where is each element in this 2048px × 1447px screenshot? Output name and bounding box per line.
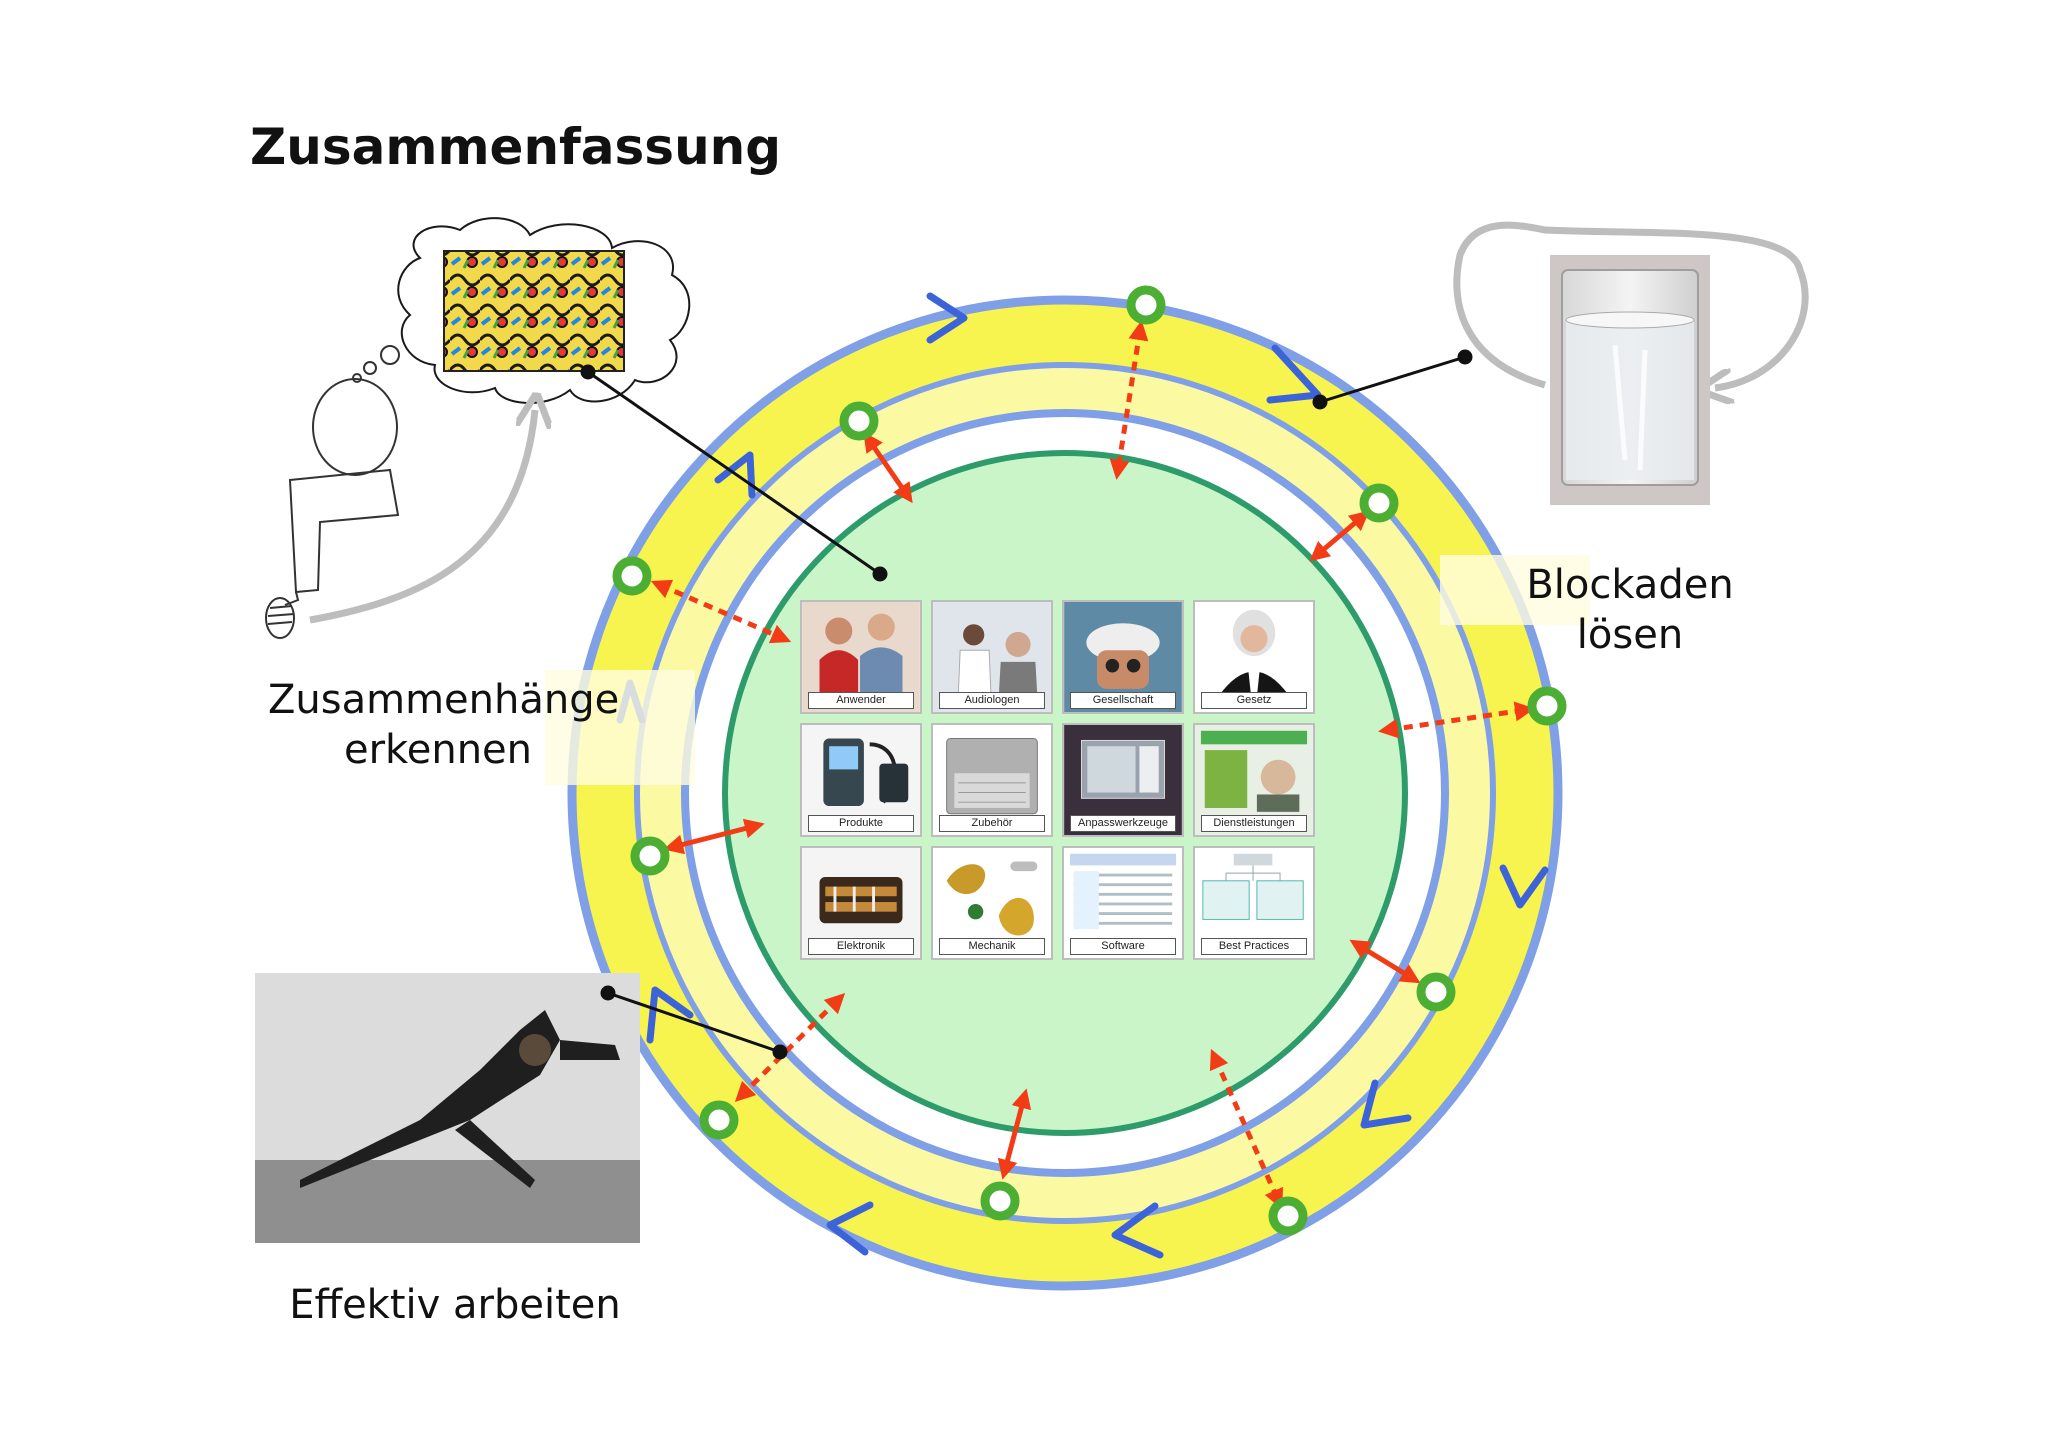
double-arrow-icon — [650, 579, 792, 644]
tile-zubehoer[interactable]: Zubehör — [931, 723, 1053, 837]
tile-label: Produkte — [808, 815, 914, 832]
tile-gesetz[interactable]: Gesetz — [1193, 600, 1315, 714]
label-line: erkennen — [343, 727, 533, 773]
tile-label: Gesellschaft — [1070, 692, 1176, 709]
flow-chevron-icon — [646, 986, 694, 1044]
person-outline-icon — [265, 378, 400, 639]
node-circle-icon — [699, 1100, 739, 1140]
tile-label: Dienstleistungen — [1201, 815, 1307, 832]
label-effektiv: Effektiv arbeiten — [289, 1282, 621, 1328]
tile-label: Mechanik — [939, 938, 1045, 955]
double-arrow-icon — [1378, 701, 1535, 739]
node-circle-icon — [1359, 483, 1399, 523]
tile-software[interactable]: Software — [1062, 846, 1184, 960]
interface-arrows-dashed — [650, 320, 1535, 1210]
tile-label: Audiologen — [939, 692, 1045, 709]
yoga-photo-image — [255, 973, 640, 1243]
double-arrow-icon — [1309, 510, 1370, 562]
flow-chevron-icon — [926, 292, 968, 344]
flow-chevron-icon — [1499, 864, 1549, 909]
tile-dienstleistungen[interactable]: Dienstleistungen — [1193, 723, 1315, 837]
node-circle-icon — [612, 556, 652, 596]
node-circle-icon — [980, 1181, 1020, 1221]
flow-chevron-icon — [714, 451, 756, 499]
node-circle-icon — [630, 836, 670, 876]
label-highlight — [1440, 555, 1590, 625]
doodle-art-image — [443, 250, 625, 372]
page-title: Zusammenfassung — [250, 118, 782, 176]
tile-label: Zubehör — [939, 815, 1045, 832]
thought-bubble-icon — [352, 217, 691, 404]
loop-arrow-icon — [309, 410, 535, 624]
node-circle-icon — [1268, 1196, 1308, 1236]
tile-label: Anpasswerkzeuge — [1070, 815, 1176, 832]
loop-arrow-icon — [1453, 221, 1809, 388]
connector-lines — [580, 349, 1473, 1060]
tile-audiologen[interactable]: Audiologen — [931, 600, 1053, 714]
flow-chevron-icon — [1111, 1202, 1164, 1259]
flow-chevron-icon — [1360, 1079, 1412, 1129]
tile-label: Best Practices — [1201, 938, 1307, 955]
double-arrow-icon — [863, 431, 913, 504]
tile-label: Anwender — [808, 692, 914, 709]
tile-anwender[interactable]: Anwender — [800, 600, 922, 714]
label-zusammenhaenge: Zusammenhänge erkennen — [268, 675, 620, 775]
topic-grid: Anwender Audiologen Gesellschaft Gesetz … — [800, 600, 1330, 970]
tile-label: Gesetz — [1201, 692, 1307, 709]
label-blockaden: Blockaden lösen — [1526, 562, 1734, 658]
node-circle-icon — [1527, 686, 1567, 726]
tile-label: Elektronik — [808, 938, 914, 955]
tile-gesellschaft[interactable]: Gesellschaft — [1062, 600, 1184, 714]
double-arrow-icon — [663, 818, 765, 855]
flow-chevron-icon — [826, 1201, 874, 1256]
double-arrow-icon — [734, 992, 846, 1103]
node-circle-icon — [839, 401, 879, 441]
water-glass-image — [1550, 255, 1710, 505]
node-circle-icon — [1126, 285, 1166, 325]
double-arrow-icon — [997, 1088, 1032, 1180]
ring-nodes — [612, 285, 1567, 1236]
interface-arrows-solid — [663, 431, 1421, 1180]
node-circle-icon — [1416, 972, 1456, 1012]
label-highlight — [545, 670, 695, 785]
double-arrow-icon — [1349, 939, 1421, 984]
double-arrow-icon — [1209, 1048, 1284, 1210]
tile-produkte[interactable]: Produkte — [800, 723, 922, 837]
double-arrow-icon — [1109, 320, 1149, 480]
tile-label: Software — [1070, 938, 1176, 955]
tile-best-practices[interactable]: Best Practices — [1193, 846, 1315, 960]
tile-anpasswerkzeuge[interactable]: Anpasswerkzeuge — [1062, 723, 1184, 837]
tile-elektronik[interactable]: Elektronik — [800, 846, 922, 960]
label-line: Zusammenhänge — [268, 677, 620, 723]
tile-mechanik[interactable]: Mechanik — [931, 846, 1053, 960]
